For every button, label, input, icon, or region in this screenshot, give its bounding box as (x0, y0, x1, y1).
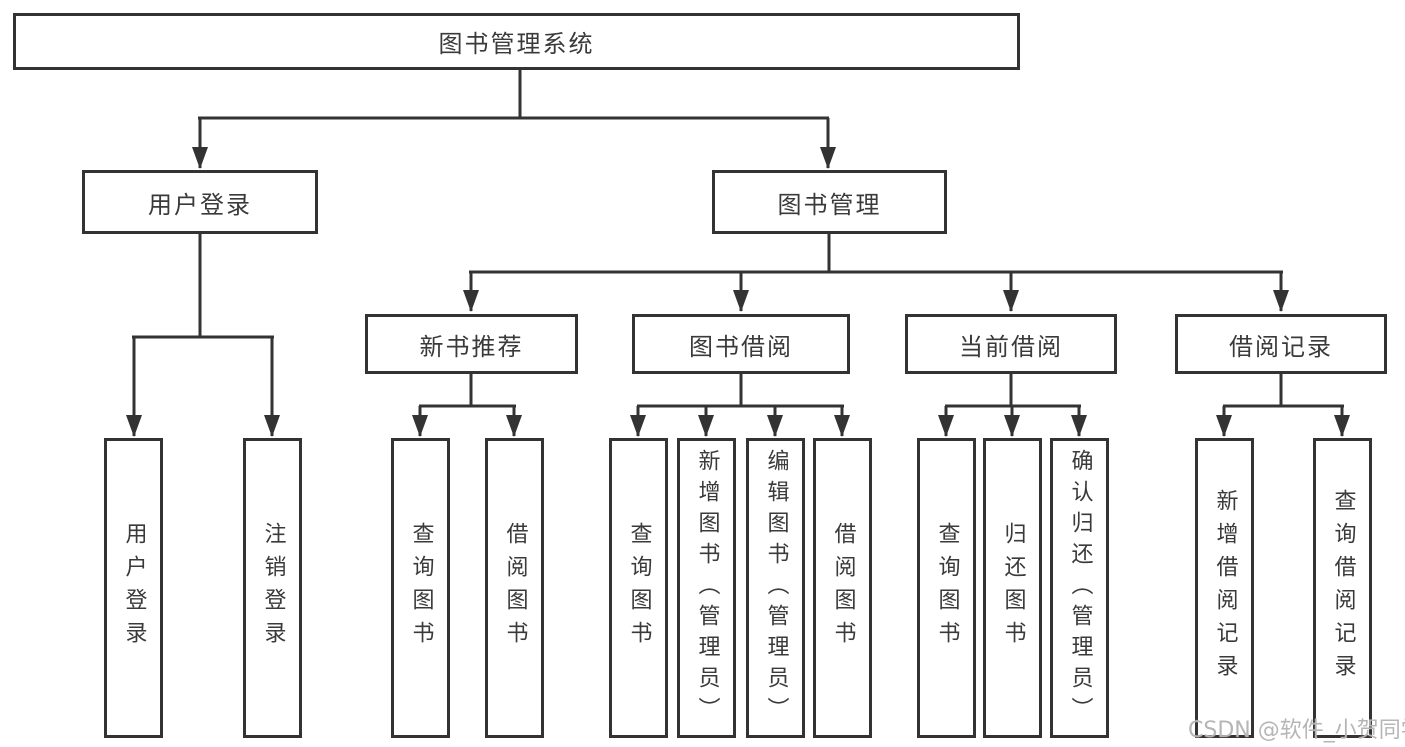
leaf-cb-query-books-label: 查询图书 (934, 522, 960, 654)
node-book-borrow: 图书借阅 (632, 314, 850, 374)
leaf-logout-label: 注销登录 (260, 522, 286, 654)
leaf-br-add-record-label: 新增借阅记录 (1212, 489, 1238, 687)
leaf-user-login-label: 用户登录 (121, 522, 147, 654)
node-new-book-rec-label: 新书推荐 (419, 332, 524, 361)
leaf-nbr-borrow-books: 借阅图书 (485, 438, 544, 738)
leaf-cb-query-books: 查询图书 (917, 438, 976, 738)
node-book-borrow-label: 图书借阅 (689, 332, 793, 361)
leaf-cb-confirm-return-admin-label: 确认归还（管理员） (1067, 448, 1093, 728)
node-borrow-records: 借阅记录 (1175, 314, 1387, 374)
node-current-borrow: 当前借阅 (905, 314, 1117, 374)
trunk-current-borrow (945, 374, 1081, 408)
trunk-borrow-records (1223, 374, 1344, 408)
csdn-watermark: CSDN @软件_小贺同学 (1188, 718, 1405, 743)
node-book-mgmt: 图书管理 (712, 170, 947, 234)
node-current-borrow-label: 当前借阅 (959, 332, 1063, 361)
leaf-nbr-query-books-label: 查询图书 (408, 522, 434, 654)
node-user-login-label: 用户登录 (148, 190, 252, 219)
node-root-label: 图书管理系统 (438, 30, 595, 58)
leaf-bb-borrow-books: 借阅图书 (813, 438, 872, 738)
leaf-logout: 注销登录 (243, 438, 302, 738)
leaf-nbr-query-books: 查询图书 (391, 438, 450, 738)
node-user-login: 用户登录 (82, 170, 318, 234)
leaf-bb-add-books-admin-label: 新增图书（管理员） (694, 448, 720, 728)
node-borrow-records-label: 借阅记录 (1229, 332, 1333, 361)
leaf-bb-query-books: 查询图书 (609, 438, 668, 738)
leaf-cb-return-books-label: 归还图书 (1000, 522, 1026, 654)
node-book-mgmt-label: 图书管理 (777, 190, 882, 219)
leaf-nbr-borrow-books-label: 借阅图书 (502, 522, 528, 654)
leaf-bb-add-books-admin: 新增图书（管理员） (677, 438, 736, 738)
trunk-root (198, 70, 829, 120)
leaf-bb-borrow-books-label: 借阅图书 (830, 522, 856, 654)
trunk-book-borrow (637, 374, 844, 408)
trunk-user-login (132, 234, 274, 339)
node-new-book-rec: 新书推荐 (365, 314, 578, 374)
leaf-br-query-record-label: 查询借阅记录 (1330, 489, 1356, 687)
leaf-user-login: 用户登录 (104, 438, 163, 738)
leaf-br-query-record: 查询借阅记录 (1313, 438, 1372, 738)
leaf-cb-confirm-return-admin: 确认归还（管理员） (1050, 438, 1109, 738)
leaf-bb-edit-books-admin-label: 编辑图书（管理员） (763, 448, 789, 728)
leaf-cb-return-books: 归还图书 (983, 438, 1042, 738)
leaf-bb-edit-books-admin: 编辑图书（管理员） (746, 438, 805, 738)
leaf-bb-query-books-label: 查询图书 (626, 522, 652, 654)
node-root: 图书管理系统 (13, 13, 1020, 70)
trunk-book-mgmt (469, 234, 1283, 274)
trunk-new-book-rec (419, 374, 516, 408)
leaf-br-add-record: 新增借阅记录 (1195, 438, 1254, 738)
